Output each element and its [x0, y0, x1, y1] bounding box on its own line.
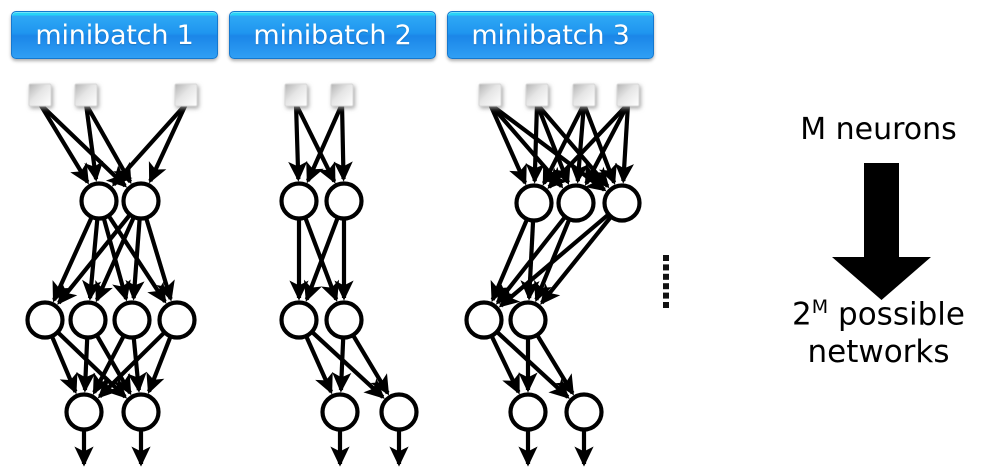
ellipsis-dot [663, 255, 669, 261]
exponent-m: M [811, 296, 829, 318]
connection-arrow [305, 103, 344, 184]
minibatch-3-label: minibatch 3 [471, 19, 630, 51]
minibatch-2-label: minibatch 2 [253, 19, 412, 51]
connection-arrow [76, 337, 96, 393]
ellipsis-dot [663, 264, 669, 271]
hidden-node [602, 183, 642, 223]
input-square [28, 83, 52, 107]
hidden-node [112, 300, 152, 340]
minibatch-1-network [25, 83, 198, 432]
hidden-node [324, 300, 364, 340]
connection-arrow [49, 335, 78, 395]
minibatch-2-network [279, 83, 419, 432]
connection-arrow [125, 218, 145, 301]
connection-arrow [148, 103, 188, 184]
connection-arrow [38, 102, 90, 185]
connection-arrow [304, 335, 333, 395]
input-square [74, 83, 98, 107]
minibatch-3-button[interactable]: minibatch 3 [447, 11, 654, 59]
hidden-node [508, 300, 548, 340]
possible-networks-label: 2M possible networks [756, 296, 1001, 372]
ellipsis-dot [663, 302, 669, 308]
connection-arrow [582, 103, 617, 185]
connection-arrow [547, 102, 630, 189]
connection-arrow [569, 103, 589, 184]
network-nodes [25, 83, 642, 432]
hidden-node [121, 181, 161, 221]
network-edges [38, 102, 634, 467]
connection-arrow [540, 215, 613, 305]
hidden-node [157, 300, 197, 340]
connection-arrow [498, 212, 611, 308]
ellipsis-dot [663, 292, 669, 299]
possible-word: possible [828, 296, 965, 333]
output-node [64, 392, 104, 432]
connection-arrow [614, 103, 634, 184]
input-square [525, 83, 549, 107]
connection-arrow [525, 103, 545, 184]
minibatch-1-button[interactable]: minibatch 1 [11, 11, 218, 59]
hidden-node [279, 181, 319, 221]
input-square [616, 83, 640, 107]
minibatch-2-button[interactable]: minibatch 2 [229, 11, 436, 59]
vertical-ellipsis-icon [663, 255, 669, 308]
connection-arrow [146, 335, 173, 394]
ellipsis-dot [663, 273, 669, 280]
connection-arrow [95, 216, 136, 303]
hidden-node [514, 183, 554, 223]
connection-arrow [584, 103, 630, 186]
connection-arrow [351, 333, 390, 396]
output-node [320, 392, 360, 432]
connection-arrow [111, 102, 188, 187]
minibatch-3-network [464, 83, 642, 432]
hidden-node [324, 181, 364, 221]
connection-arrow [94, 334, 132, 396]
hidden-node [25, 300, 65, 340]
connection-arrow [38, 102, 128, 188]
output-node [508, 392, 548, 432]
input-square [284, 83, 308, 107]
output-node [564, 392, 604, 432]
connection-arrow [488, 103, 527, 186]
minibatch-button-row: minibatch 1 minibatch 2 minibatch 3 [0, 0, 680, 70]
minibatch-1-label: minibatch 1 [35, 19, 194, 51]
output-node [121, 392, 161, 432]
connection-arrow [288, 103, 308, 182]
down-arrow-icon [832, 163, 931, 300]
connection-arrow [127, 337, 147, 393]
hidden-node [464, 300, 504, 340]
connection-arrow [97, 330, 167, 399]
m-neurons-label: M neurons [800, 112, 957, 147]
hidden-node [279, 300, 319, 340]
output-node [379, 392, 419, 432]
connection-arrow [489, 334, 521, 395]
input-square [572, 83, 596, 107]
hidden-node [79, 181, 119, 221]
connection-arrow [332, 337, 352, 393]
ellipsis-dot [663, 283, 669, 290]
connection-arrow [294, 103, 337, 184]
hidden-node [556, 183, 596, 223]
connection-arrow [333, 103, 353, 182]
connection-arrow [57, 213, 132, 305]
networks-word: networks [807, 334, 950, 371]
hidden-node [68, 300, 108, 340]
input-square [478, 83, 502, 107]
connection-arrow [83, 103, 104, 182]
input-square [174, 83, 198, 107]
connection-arrow [144, 217, 175, 302]
exponent-base: 2 [792, 296, 812, 333]
input-square [330, 83, 354, 107]
connection-arrow [303, 216, 340, 302]
connection-arrow [535, 333, 575, 396]
